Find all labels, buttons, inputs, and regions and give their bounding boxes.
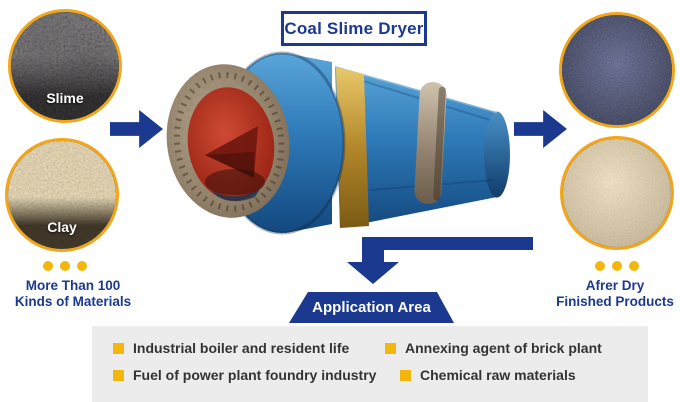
ellipsis-dots-right — [595, 261, 639, 271]
material-photo-slime: Slime — [8, 9, 122, 123]
application-area-banner: Application Area — [289, 292, 454, 323]
dried-coal-shading — [562, 15, 672, 125]
application-item: Industrial boiler and resident life — [113, 340, 349, 356]
left-caption-line1: More Than 100 — [25, 278, 121, 293]
clay-shading — [8, 141, 116, 249]
application-item-label: Annexing agent of brick plant — [405, 340, 602, 356]
dried-powder-texture — [563, 139, 671, 247]
material-label-clay: Clay — [47, 218, 77, 235]
left-caption-line2: Kinds of Materials — [14, 294, 132, 309]
page-title: Coal Slime Dryer — [284, 18, 424, 38]
bullet-square-icon — [400, 370, 411, 381]
flow-arrow-right-icon — [514, 110, 567, 148]
bullet-square-icon — [113, 343, 124, 354]
ellipsis-dots-left — [43, 261, 87, 271]
title-banner: Coal Slime Dryer — [281, 11, 427, 46]
application-panel: Industrial boiler and resident life Anne… — [92, 326, 648, 402]
product-photo-dried-coal — [559, 12, 675, 128]
right-caption-line2: Finished Products — [556, 294, 674, 309]
dryer-machine-illustration — [166, 51, 510, 235]
application-item-label: Fuel of power plant foundry industry — [133, 367, 377, 383]
product-photo-dried-powder — [560, 136, 674, 250]
bullet-square-icon — [385, 343, 396, 354]
left-caption: More Than 100 Kinds of Materials — [0, 278, 146, 310]
application-item-label: Industrial boiler and resident life — [133, 340, 350, 356]
slime-shading — [11, 12, 119, 120]
material-label-slime: Slime — [46, 89, 84, 106]
application-item-label: Chemical raw materials — [420, 367, 576, 383]
flow-arrow-elbow-down-icon — [347, 237, 533, 284]
application-item: Annexing agent of brick plant — [385, 340, 602, 356]
bullet-square-icon — [113, 370, 124, 381]
material-photo-clay: Clay — [5, 138, 119, 252]
right-caption-line1: Afrer Dry — [585, 278, 645, 293]
application-area-label: Application Area — [312, 299, 431, 316]
application-item: Fuel of power plant foundry industry — [113, 367, 376, 383]
dried-powder-shading — [563, 139, 671, 247]
application-item: Chemical raw materials — [400, 367, 576, 383]
right-caption: Afrer Dry Finished Products — [535, 278, 680, 310]
